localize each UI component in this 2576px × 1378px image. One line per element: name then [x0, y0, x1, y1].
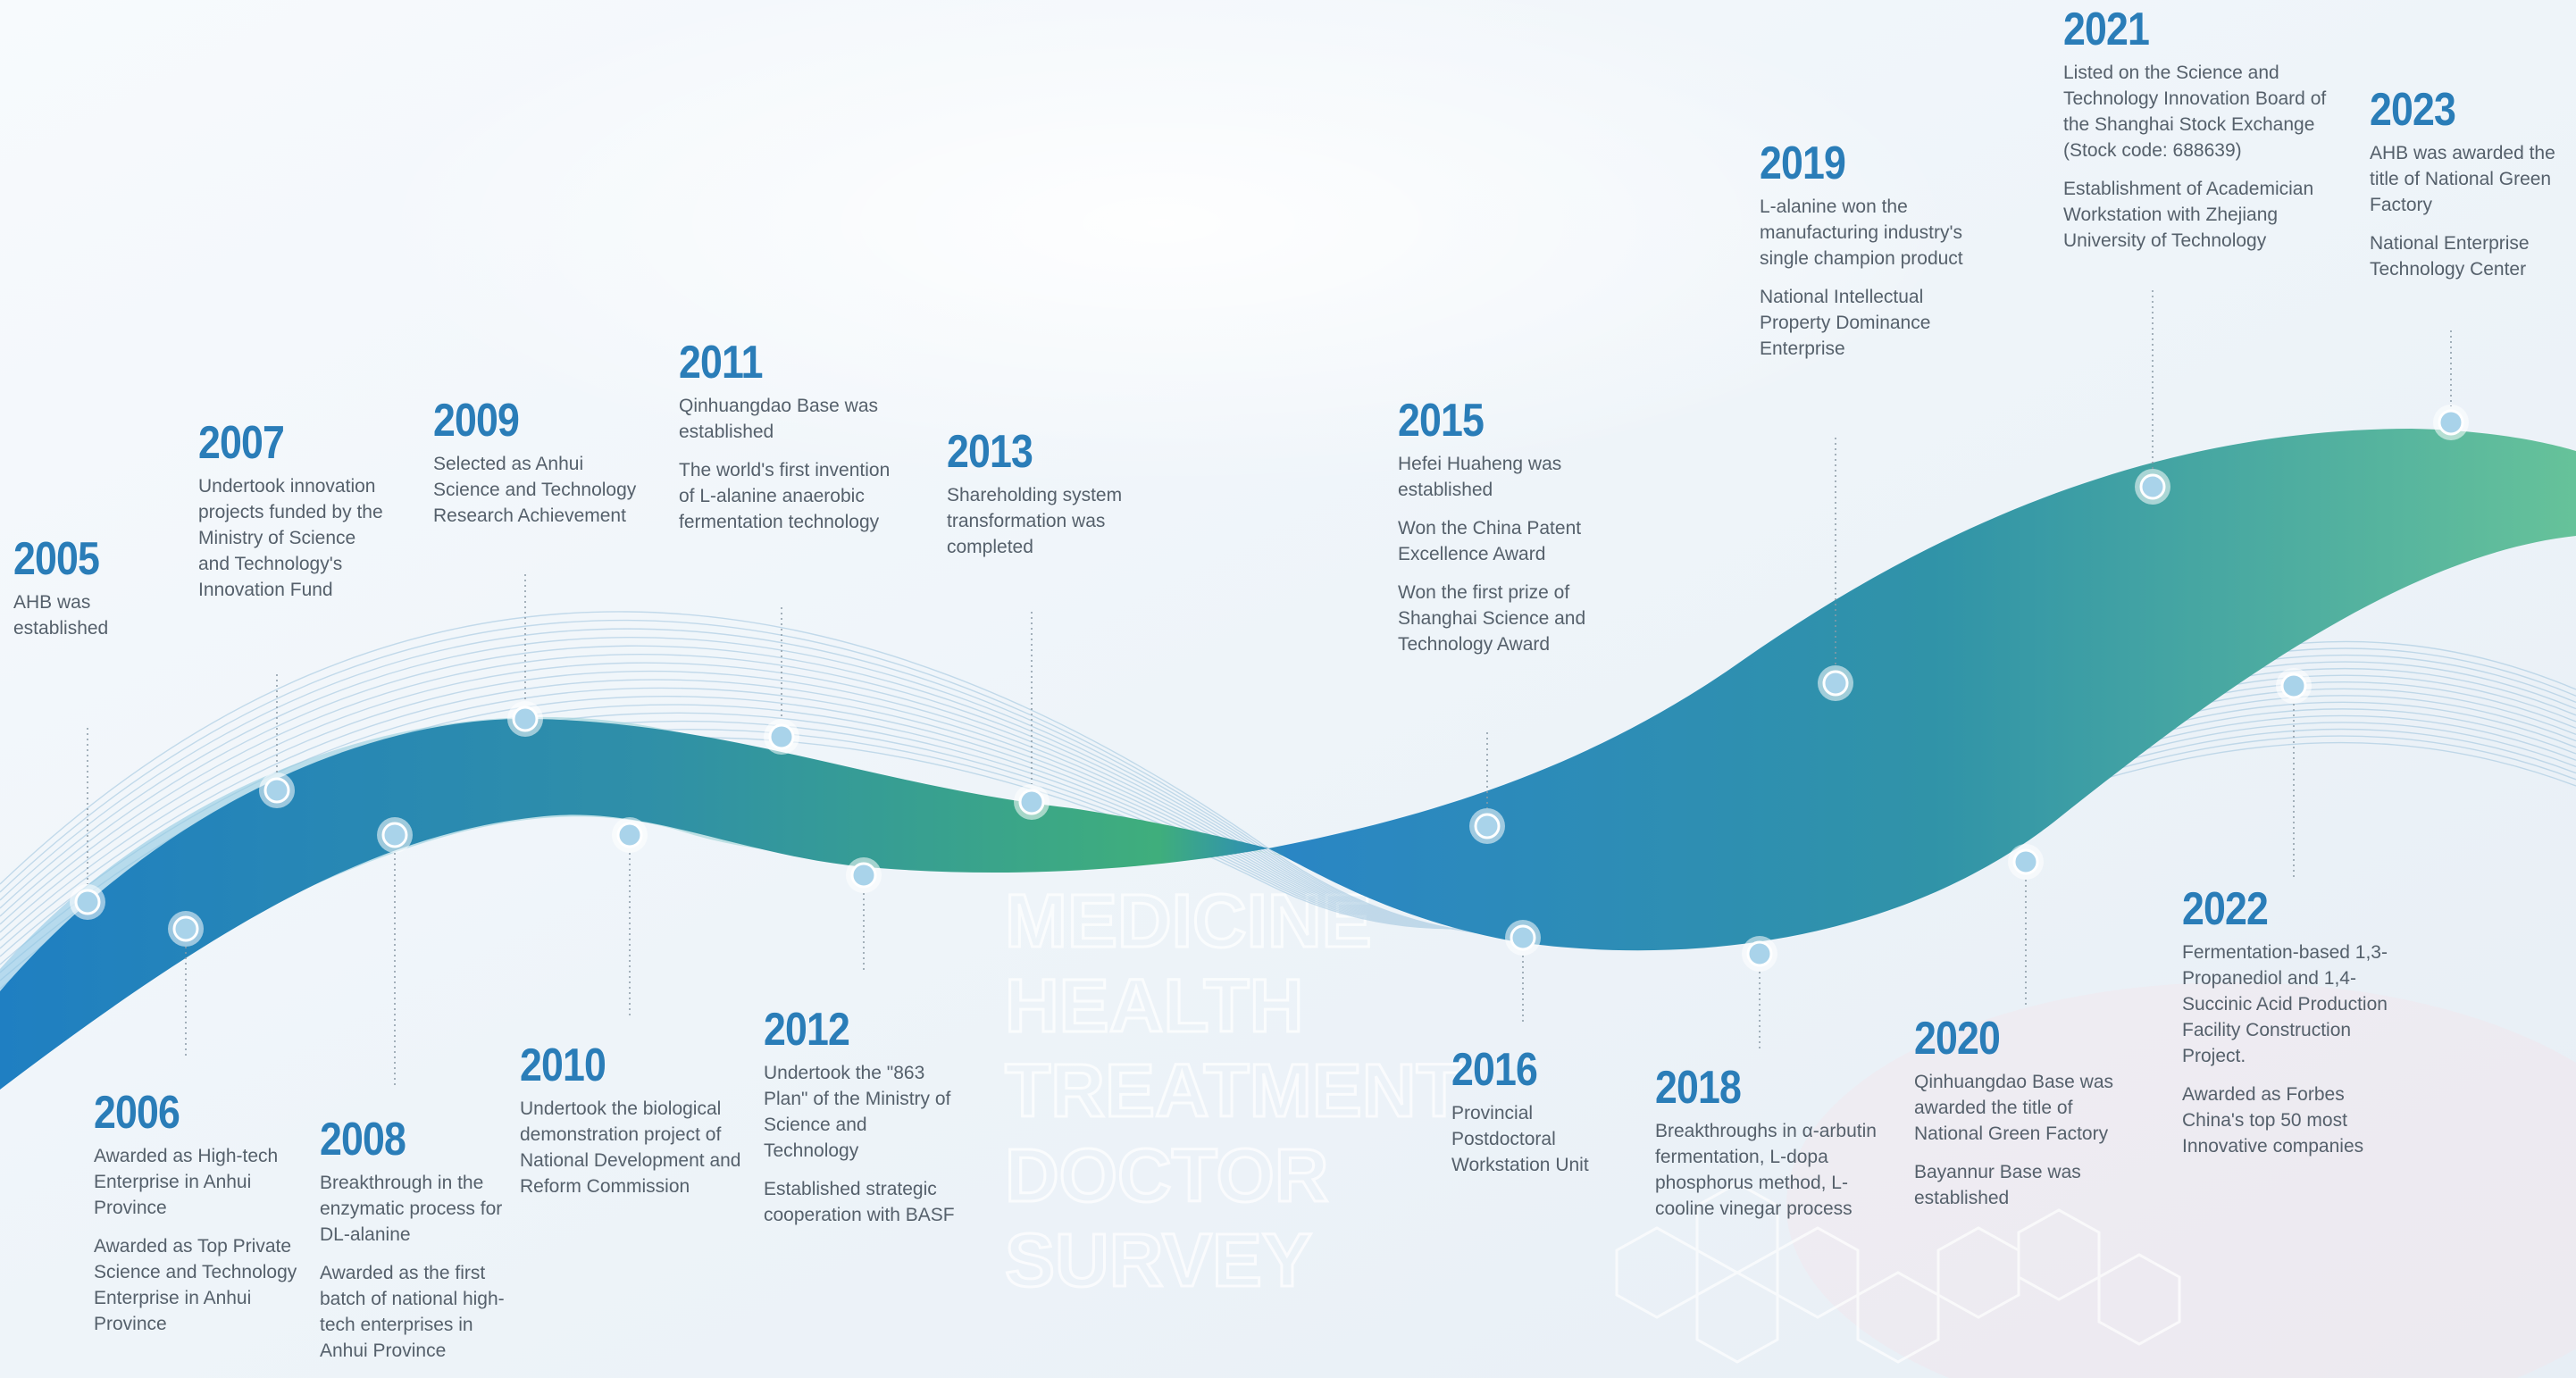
- milestone-event: Awarded as High-tech Enterprise in Anhui…: [94, 1146, 279, 1218]
- timeline-node: [381, 822, 408, 848]
- milestone-event: Won the first prize of Shanghai Science …: [1398, 582, 1586, 655]
- milestone-event: Won the China Patent Excellence Award: [1398, 518, 1582, 564]
- timeline-node: [263, 777, 290, 804]
- milestone-event: The world's first invention of L-alanine…: [679, 460, 891, 532]
- milestone-year: 2008: [320, 1114, 406, 1165]
- milestone-year: 2022: [2182, 883, 2269, 935]
- timeline-node: [172, 915, 199, 942]
- hexagon-pattern: [1615, 1182, 2181, 1364]
- milestone-event: AHB was established: [13, 592, 109, 639]
- milestone-year: 2006: [94, 1087, 180, 1139]
- timeline-node: [2012, 848, 2039, 875]
- timeline-node: [1474, 813, 1501, 839]
- milestone-year: 2018: [1655, 1062, 1742, 1114]
- milestone-event: Awarded as Top Private Science and Techn…: [94, 1236, 297, 1334]
- milestone-event: Established strategic cooperation with B…: [764, 1179, 955, 1225]
- ribbon-main: [0, 429, 2576, 1090]
- milestone-event: Awarded as the first batch of national h…: [320, 1263, 505, 1361]
- milestone-event: Breakthroughs in α-arbutin fermentation,…: [1655, 1121, 1877, 1219]
- milestone-year: 2009: [433, 395, 520, 447]
- milestone-event: Undertook innovation projects funded by …: [198, 476, 383, 600]
- watermark-word: DOCTOR: [1005, 1133, 1328, 1217]
- timeline-node: [1018, 789, 1045, 815]
- milestone-event: National Intellectual Property Dominance…: [1760, 287, 1931, 359]
- milestone-year: 2011: [679, 337, 763, 388]
- milestone-year: 2023: [2370, 84, 2456, 136]
- timeline-node: [1746, 940, 1773, 967]
- milestone-event: Awarded as Forbes China's top 50 most In…: [2182, 1084, 2364, 1157]
- milestone-year: 2012: [764, 1004, 850, 1056]
- milestone-year: 2020: [1914, 1013, 2001, 1065]
- milestone-event: Hefei Huaheng was established: [1398, 454, 1562, 500]
- milestone-year: 2016: [1451, 1044, 1538, 1096]
- milestone-event: Shareholding system transformation was c…: [947, 485, 1123, 557]
- watermark-word: SURVEY: [1005, 1218, 1312, 1302]
- milestone-event: National Enterprise Technology Center: [2370, 233, 2530, 280]
- timeline-node: [616, 822, 643, 848]
- milestone-event: L-alanine won the manufacturing industry…: [1760, 196, 1963, 269]
- milestone-event: Provincial Postdoctoral Workstation Unit: [1451, 1103, 1589, 1175]
- milestone-event: Establishment of Academician Workstation…: [2063, 179, 2314, 251]
- timeline-node: [512, 706, 539, 732]
- milestone-event: Undertook the "863 Plan" of the Ministry…: [764, 1063, 951, 1161]
- leader-lines: [87, 290, 2452, 1085]
- wave-line: [0, 611, 2576, 938]
- background-glow-right: [1786, 982, 2576, 1378]
- timeline-node: [2280, 672, 2307, 699]
- watermark-word: HEALTH: [1005, 964, 1303, 1048]
- timeline-node: [74, 889, 101, 915]
- milestone-year: 2010: [520, 1040, 606, 1091]
- milestone-event: Listed on the Science and Technology Inn…: [2063, 63, 2327, 161]
- timeline-node: [2438, 409, 2464, 436]
- milestone-event: Selected as Anhui Science and Technology…: [433, 454, 637, 526]
- milestone-event: AHB was awarded the title of National Gr…: [2370, 143, 2555, 215]
- timeline-node: [2139, 473, 2166, 500]
- timeline-node: [768, 723, 795, 750]
- timeline-node: [1510, 924, 1536, 951]
- milestone-event: Qinhuangdao Base was established: [679, 396, 878, 442]
- timeline-node: [1822, 670, 1849, 697]
- watermark-word: TREATMENT: [1005, 1048, 1462, 1132]
- milestone-event: Breakthrough in the enzymatic process fo…: [320, 1173, 503, 1245]
- milestone-year: 2007: [198, 417, 285, 469]
- milestone-event: Fermentation-based 1,3-Propanediol and 1…: [2182, 942, 2388, 1066]
- milestone-event: Qinhuangdao Base was awarded the title o…: [1914, 1072, 2113, 1144]
- milestone-year: 2019: [1760, 138, 1846, 189]
- milestone-event: Undertook the biological demonstration p…: [520, 1098, 741, 1197]
- milestone-year: 2021: [2063, 4, 2150, 55]
- milestone-year: 2015: [1398, 395, 1485, 447]
- timeline-node: [850, 862, 877, 889]
- milestone-event: Bayannur Base was established: [1914, 1162, 2081, 1208]
- milestone-year: 2013: [947, 426, 1033, 478]
- background-glow: [357, 0, 1965, 491]
- timeline-nodes: [70, 405, 2469, 972]
- milestone-year: 2005: [13, 533, 100, 585]
